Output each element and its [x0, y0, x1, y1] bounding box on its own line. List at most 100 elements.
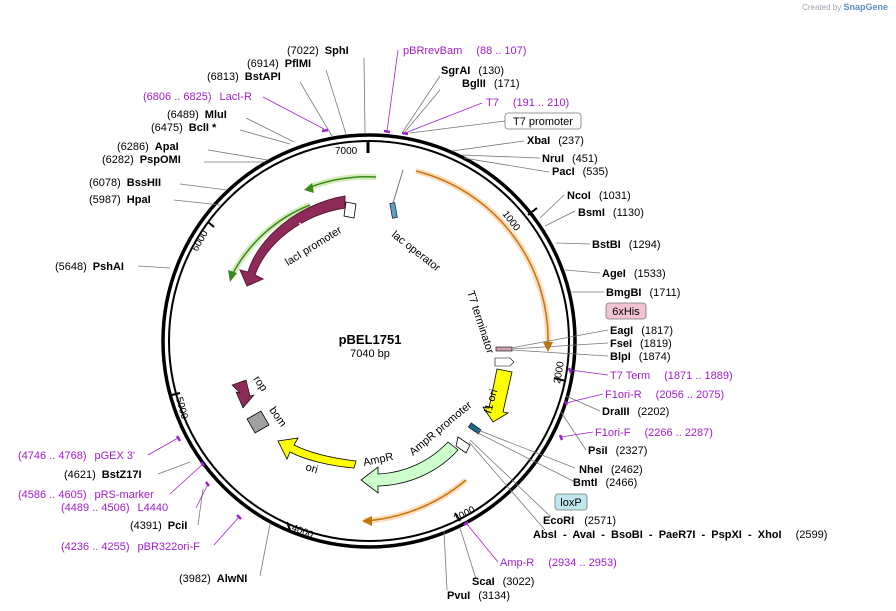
enzyme-pos: (3134)	[478, 590, 510, 602]
enzyme-name: ScaI	[472, 576, 495, 588]
svg-text:(5648)PshAI: (5648) PshAI	[55, 261, 124, 273]
svg-text:SgrAI(130): SgrAI(130)	[441, 65, 504, 77]
enzyme-labels-right: SgrAI(130) BglII (171) XbaI(237) NruI (451…	[441, 65, 827, 602]
svg-text:Amp-R(2934 .. 2953): Amp-R(2934 .. 2953)	[500, 557, 617, 569]
enzyme-pos: (171)	[494, 78, 520, 90]
enzyme-name: BsmI	[578, 207, 605, 219]
enzyme-pos: (2571)	[584, 515, 616, 527]
enzyme-leaders	[137, 57, 609, 591]
enzyme-name: NruI	[542, 153, 564, 165]
enzyme-name: BssHII	[127, 177, 161, 189]
svg-text:BlpI(1874): BlpI(1874)	[610, 351, 671, 363]
enzyme-pos: (1874)	[639, 351, 671, 363]
svg-text:BsmI(1130): BsmI(1130)	[578, 207, 644, 219]
enzyme-pos: (6813)	[207, 71, 239, 83]
enzyme-pos: (6475)	[151, 122, 183, 134]
enzyme-pos: (5648)	[55, 261, 87, 273]
enzyme-name: PciI	[168, 520, 188, 532]
enzyme-name: BstAPI	[245, 71, 281, 83]
svg-text:(6813)BstAPI: (6813) BstAPI	[207, 71, 281, 83]
primer-range: (4236 .. 4255)	[61, 541, 130, 553]
enzyme-pos: (1031)	[599, 190, 631, 202]
svg-text:XbaI(237): XbaI(237)	[527, 135, 584, 147]
enzyme-pos: (535)	[583, 166, 609, 178]
svg-text:(4489 .. 4506)L4440: (4489 .. 4506)L4440	[61, 502, 168, 514]
svg-text:(3982)AlwNI: (3982) AlwNI	[179, 573, 247, 585]
tick-7000: 7000	[335, 146, 358, 157]
svg-text:NcoI(1031): NcoI (1031)	[567, 190, 631, 202]
ori-arrow	[277, 437, 357, 469]
tick-2000: 2000	[552, 360, 567, 384]
svg-text:(5987)HpaI: (5987)HpaI	[89, 194, 151, 206]
enzyme-pos: (7022)	[287, 45, 319, 57]
svg-text:BglII(171): BglII (171)	[462, 78, 520, 90]
primer-range: (1871 .. 1889)	[664, 370, 733, 382]
enzyme-pos: (1294)	[629, 239, 661, 251]
svg-text:(4391)PciI: (4391)PciI	[130, 520, 187, 532]
primer-name: T7 Term	[610, 370, 650, 382]
primer-leaders	[147, 49, 609, 563]
svg-text:EcoRI(2571): EcoRI(2571)	[543, 515, 616, 527]
svg-text:T7(191 .. 210): T7(191 .. 210)	[486, 97, 569, 109]
enzyme-name: BmgBI	[606, 287, 641, 299]
svg-text:BmgBI(1711): BmgBI (1711)	[606, 287, 680, 299]
enzyme-name: PshAI	[93, 261, 124, 273]
svg-text:(6806 .. 6825)LacI-R: (6806 .. 6825)LacI-R	[143, 91, 252, 103]
enzyme-name: BstBI	[592, 239, 621, 251]
enzyme-name: PflMI	[285, 58, 311, 70]
enzyme-name: BglII	[462, 78, 486, 90]
tick-4000: 4000	[290, 523, 315, 542]
enzyme-pos: (2462)	[611, 464, 643, 476]
svg-text:F1ori-R(2056 .. 2075): F1ori-R(2056 .. 2075)	[605, 389, 724, 401]
enzyme-pos: (6489)	[167, 109, 199, 121]
enzyme-pos: (6286)	[117, 141, 149, 153]
primer-range: (4586 .. 4605)	[18, 489, 87, 501]
primer-marks	[175, 128, 573, 526]
enzyme-pos: (1711)	[649, 287, 680, 299]
svg-text:DraIII(2202): DraIII(2202)	[602, 406, 669, 418]
enzyme-name: HpaI	[127, 194, 151, 206]
primer-name: LacI-R	[220, 91, 252, 103]
enzyme-name: BstZ17I	[102, 469, 142, 481]
svg-text:(4236 .. 4255)pBR322ori-F: (4236 .. 4255)pBR322ori-F	[61, 541, 200, 553]
enzyme-name: BclI *	[189, 122, 217, 134]
enzyme-pos: (1817)	[641, 325, 673, 337]
lac-operator-marker	[389, 202, 398, 219]
enzyme-pos: (237)	[558, 135, 584, 147]
enzyme-name: AgeI	[602, 268, 626, 280]
t7-promoter-label: T7 promoter	[513, 116, 573, 128]
enzyme-name: SgrAI	[441, 65, 470, 77]
primer-range: (2934 .. 2953)	[548, 557, 617, 569]
primer-range: (88 .. 107)	[476, 45, 526, 57]
primer-name: F1ori-R	[605, 389, 642, 401]
svg-text:pBRrevBam(88 .. 107): pBRrevBam (88 .. 107)	[403, 45, 526, 57]
primer-name: pBRrevBam	[403, 45, 462, 57]
ori-label: ori	[304, 461, 319, 476]
svg-text:F1ori-F(2266 .. 2287): F1ori-F(2266 .. 2287)	[595, 427, 713, 439]
lacI-promoter-marker	[343, 201, 357, 219]
svg-text:(4586 .. 4605)pRS-marker: (4586 .. 4605) pRS-marker	[18, 489, 154, 501]
primer-name: pRS-marker	[95, 489, 155, 501]
enzyme-name: BmtI	[573, 477, 597, 489]
plasmid-name: pBEL1751	[338, 332, 402, 347]
enzyme-pos: (6914)	[247, 58, 279, 70]
enzyme-pos: (3982)	[179, 573, 211, 585]
svg-text:(6282)PspOMI: (6282)PspOMI	[102, 154, 181, 166]
t7-terminator-label: T7 terminator	[464, 289, 496, 355]
enzyme-name: AlwNI	[217, 573, 248, 585]
enzyme-name: NcoI	[567, 190, 591, 202]
enzyme-pos: (451)	[572, 153, 598, 165]
lacI-arrow	[239, 195, 346, 287]
svg-text:(6489)MluI: (6489)MluI	[167, 109, 227, 121]
enzyme-name: FseI	[610, 338, 632, 350]
brand-name: SnapGene	[843, 2, 888, 12]
svg-text:(4746 .. 4768)pGEX 3': (4746 .. 4768)pGEX 3'	[18, 450, 135, 462]
primer-range: (191 .. 210)	[513, 97, 569, 109]
svg-text:(4621)BstZ17I: (4621)BstZ17I	[64, 469, 142, 481]
svg-text:NheI(2462): NheI(2462)	[579, 464, 643, 476]
svg-text:EagI(1817): EagI(1817)	[610, 325, 673, 337]
enzyme-pos: (1533)	[634, 268, 666, 280]
enzyme-name: PsiI	[588, 445, 608, 457]
enzyme-name: ApaI	[155, 141, 179, 153]
primer-name: F1ori-F	[595, 427, 631, 439]
